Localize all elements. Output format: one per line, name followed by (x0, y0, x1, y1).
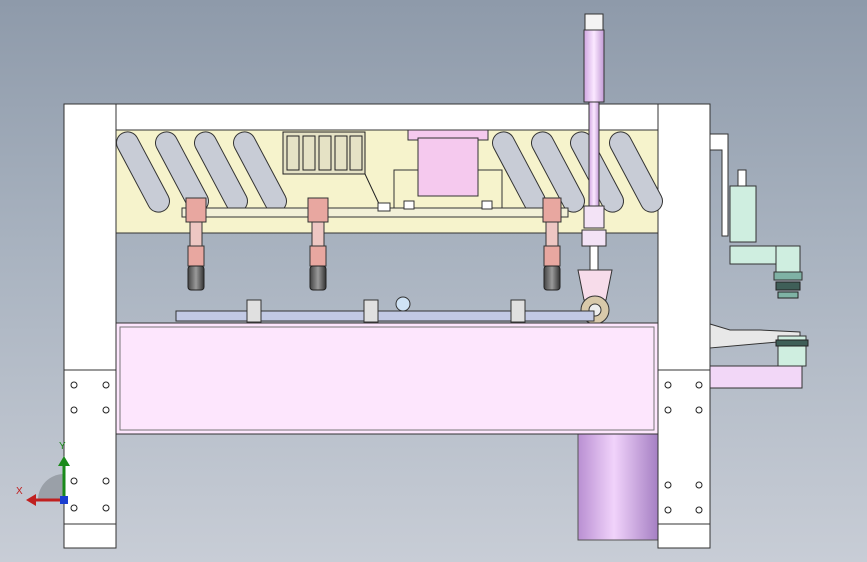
side-swing-arm (709, 323, 809, 389)
toggle-clamp-left[interactable] (185, 197, 207, 291)
frame-top-beam (63, 103, 711, 131)
cable-chain (282, 131, 381, 207)
sensor-dome (395, 296, 411, 312)
lower-housing-edge (119, 326, 655, 431)
rail-tab (377, 202, 391, 212)
locating-pin (510, 299, 526, 323)
axis-x-label: X (16, 486, 23, 497)
column-bolt-holes (70, 381, 703, 514)
locating-plate (175, 296, 595, 323)
axis-y-label: Y (59, 441, 66, 452)
rail-tab (481, 200, 493, 210)
locating-pin (246, 299, 262, 323)
coordinate-triad (26, 456, 70, 506)
slot (531, 131, 585, 213)
rail-tab (403, 200, 415, 210)
side-mint-assembly (709, 133, 803, 299)
locating-pin (363, 299, 379, 323)
slot (609, 131, 663, 213)
vertical-air-cylinder (577, 13, 613, 325)
lower-cylinder (577, 433, 659, 541)
frame-right-column (657, 103, 711, 549)
clamp-rail (181, 207, 569, 218)
lower-pink-housing (115, 322, 659, 435)
frame-left-column (63, 103, 117, 549)
toggle-clamp-right[interactable] (542, 197, 562, 291)
toggle-clamp-middle[interactable] (307, 197, 329, 291)
slot (116, 131, 170, 213)
